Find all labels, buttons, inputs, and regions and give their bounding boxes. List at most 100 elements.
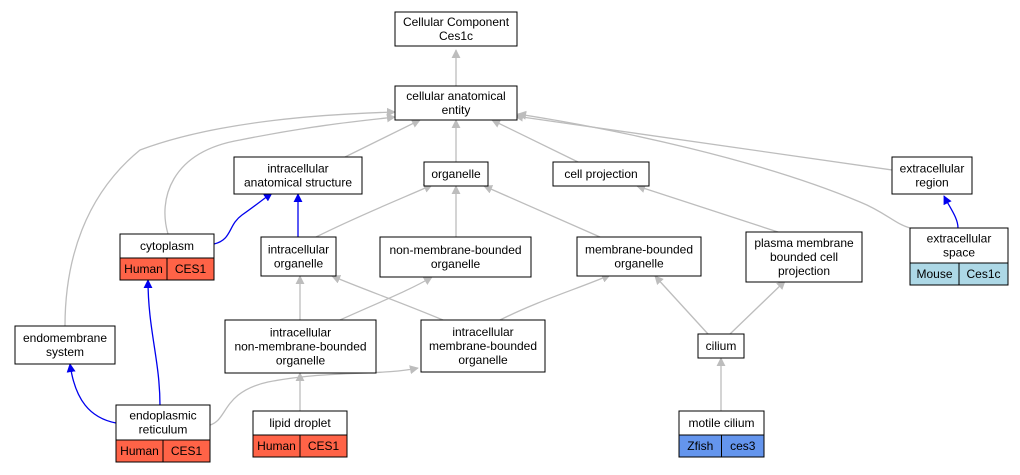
node-plasma-membrane-bounded-cell-projection-label-line: projection: [778, 264, 830, 278]
node-intracellular-membrane-bounded-organelle-box: [420, 319, 546, 373]
node-extracellular-space-label-line: extracellular: [927, 232, 992, 246]
node-endoplasmic-reticulum-label-line: reticulum: [139, 423, 188, 437]
edge-pmbcp-to-cellproj: [636, 184, 779, 233]
node-endoplasmic-reticulum-label-line: endoplasmic: [129, 409, 196, 423]
node-intracellular-non-membrane-bounded-organelle-label-line: organelle: [276, 354, 326, 368]
node-endoplasmic-reticulum-tag-label: CES1: [171, 444, 203, 458]
node-lipid-droplet-tag-label: Human: [257, 439, 296, 453]
edge-cytoplasm-to-ias: [213, 192, 273, 245]
node-intracellular-anatomical-structure-box: [233, 156, 363, 195]
node-cytoplasm-tag-label: CES1: [175, 262, 207, 276]
node-extracellular-space-tag-cell: [958, 262, 1009, 286]
node-cilium-label-line: cilium: [706, 339, 737, 353]
node-cellular-anatomical-entity-box: [394, 85, 518, 121]
node-lipid-droplet-tag-label: CES1: [308, 439, 340, 453]
edge-extspace-to-extreg: [943, 195, 959, 229]
node-endomembrane-system-label-line: endomembrane: [23, 331, 107, 345]
edge-intorg-to-organelle: [315, 184, 433, 238]
edge-mbo-to-organelle: [483, 185, 601, 238]
edge-cilium-to-pmbcp: [729, 280, 786, 335]
node-organelle[interactable]: organelle: [423, 161, 489, 187]
node-cilium[interactable]: cilium: [697, 333, 745, 359]
node-cytoplasm-label-line: cytoplasm: [140, 239, 194, 253]
node-cilium-box: [697, 333, 745, 359]
node-motile-cilium-tag-label: ces3: [730, 439, 756, 453]
node-intracellular-organelle-box: [260, 236, 337, 277]
node-motile-cilium-label-line: motile cilium: [688, 416, 754, 430]
node-intracellular-non-membrane-bounded-organelle[interactable]: intracellularnon-membrane-boundedorganel…: [224, 319, 377, 374]
edge-inmbo-to-nmbo: [339, 276, 433, 321]
node-extracellular-space-box: [909, 227, 1009, 264]
node-intracellular-membrane-bounded-organelle-label-line: intracellular: [452, 325, 513, 339]
node-membrane-bounded-organelle-label-line: membrane-bounded: [585, 243, 693, 257]
node-cellular-component-label-line: Cellular Component: [403, 15, 510, 29]
edge-ias-to-cae: [344, 119, 421, 158]
node-cellular-anatomical-entity-label-line: cellular anatomical: [406, 89, 505, 103]
node-cellular-component-label-line: Ces1c: [439, 29, 473, 43]
node-extracellular-space-tag-label: Mouse: [916, 267, 952, 281]
edge-extspace-to-cae: [517, 110, 911, 229]
edge-imbo-to-intorg: [331, 275, 444, 321]
node-intracellular-non-membrane-bounded-organelle-label-line: non-membrane-bounded: [234, 340, 366, 354]
node-lipid-droplet-tag-cell: [299, 434, 348, 458]
node-endomembrane-system-label-line: system: [46, 345, 84, 359]
node-cellular-component-box: [394, 11, 518, 47]
node-endomembrane-system-box: [14, 325, 116, 365]
edge-extreg-to-cae: [514, 112, 893, 171]
edges: [64, 49, 959, 426]
node-cell-projection[interactable]: cell projection: [552, 161, 650, 187]
node-plasma-membrane-bounded-cell-projection-label-line: bounded cell: [770, 250, 838, 264]
node-cellular-anatomical-entity-label-line: entity: [442, 103, 471, 117]
node-motile-cilium-tag-cell: [721, 434, 765, 458]
edge-imbo-to-mbo: [499, 274, 611, 321]
node-extracellular-region-box: [891, 156, 973, 195]
node-endoplasmic-reticulum-box: [115, 404, 211, 441]
node-organelle-box: [423, 161, 489, 187]
node-membrane-bounded-organelle-label-line: organelle: [614, 257, 664, 271]
node-membrane-bounded-organelle-box: [576, 236, 702, 277]
edge-endomem-to-cae: [64, 107, 396, 327]
edge-cilium-to-mbo: [654, 275, 709, 335]
edge-er-to-endomem: [66, 363, 117, 424]
node-plasma-membrane-bounded-cell-projection-box: [745, 231, 863, 283]
node-lipid-droplet-label-line: lipid droplet: [269, 416, 331, 430]
node-cytoplasm-tag-label: Human: [124, 262, 163, 276]
node-extracellular-space-label-line: space: [943, 246, 975, 260]
node-cytoplasm-tag-cell: [166, 257, 215, 281]
node-endoplasmic-reticulum-tag-label: Human: [120, 444, 159, 458]
node-intracellular-membrane-bounded-organelle-label-line: organelle: [458, 353, 508, 367]
node-endoplasmic-reticulum-tag-cell: [162, 439, 211, 463]
node-cell-projection-box: [552, 161, 650, 187]
node-extracellular-space-tag-label: Ces1c: [966, 267, 1000, 281]
edge-cytoplasm-to-cae: [164, 113, 396, 235]
node-non-membrane-bounded-organelle-label-line: non-membrane-bounded: [389, 243, 521, 257]
node-intracellular-organelle-label-line: intracellular: [268, 243, 329, 257]
edge-cellproj-to-cae: [491, 119, 579, 163]
node-motile-cilium-tag-label: Zfish: [687, 439, 713, 453]
node-intracellular-non-membrane-bounded-organelle-box: [224, 319, 377, 374]
node-intracellular-non-membrane-bounded-organelle-label-line: intracellular: [270, 326, 331, 340]
edge-er-to-cytoplasm: [143, 279, 161, 407]
node-lipid-droplet-box: [252, 410, 348, 436]
node-intracellular-anatomical-structure-label-line: anatomical structure: [244, 176, 352, 190]
node-extracellular-region-label-line: region: [915, 176, 948, 190]
edge-er-to-imbo: [209, 365, 419, 426]
node-cell-projection-label-line: cell projection: [564, 167, 637, 181]
node-intracellular-membrane-bounded-organelle-label-line: membrane-bounded: [429, 339, 537, 353]
